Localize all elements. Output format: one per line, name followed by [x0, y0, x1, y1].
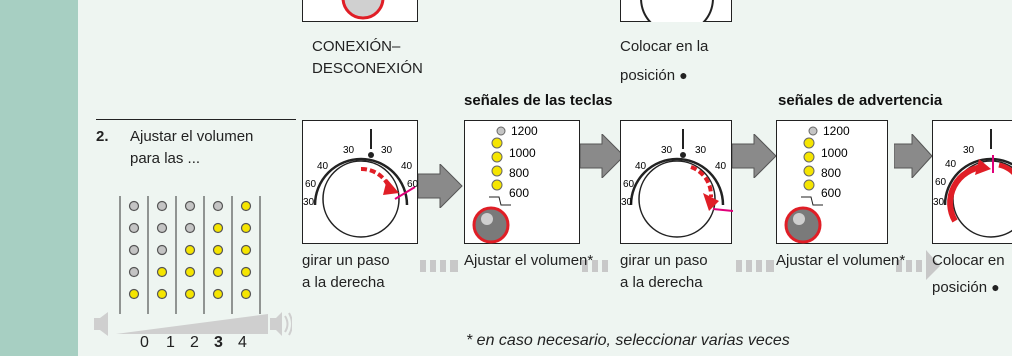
dial-box-2: 30 30 40 40 60 30 [620, 120, 734, 244]
dashed-arrow-icon [896, 250, 940, 280]
dial-label: 30 [343, 145, 355, 156]
dial-edge-icon [640, 0, 714, 22]
step-rule [96, 119, 296, 120]
volume-dial-icon: 30 30 40 40 60 30 [621, 129, 734, 238]
dot-icon: ● [679, 67, 688, 83]
volume-led-matrix [119, 196, 261, 314]
dial-box-1: 30 30 40 40 60 60 30 [302, 120, 419, 244]
volume-ramp [94, 312, 292, 336]
svg-text:1200: 1200 [823, 124, 850, 138]
caption-adjust: Ajustar el volumen* [464, 252, 594, 269]
dashed-arrow-icon [582, 260, 608, 272]
step-text-line1: Ajustar el volumen [130, 128, 254, 145]
svg-text:30: 30 [933, 197, 945, 208]
dot-icon: ● [991, 279, 1000, 295]
svg-text:60: 60 [305, 179, 317, 190]
header-warning-signals: señales de advertencia [778, 92, 943, 109]
caption-connect-line1: CONEXIÓN– [312, 38, 401, 55]
svg-text:1000: 1000 [821, 146, 848, 160]
svg-text:40: 40 [945, 159, 957, 170]
caption-turn2-line1: girar un paso [620, 252, 708, 269]
svg-text:40: 40 [401, 161, 413, 172]
arrow-right-icon [894, 134, 933, 178]
speaker-low-icon [94, 312, 108, 336]
volume-scale-0: 0 [140, 334, 149, 351]
svg-text:800: 800 [509, 166, 529, 180]
top-box-position [620, 0, 732, 22]
svg-text:1200: 1200 [511, 124, 538, 138]
svg-text:60: 60 [935, 177, 947, 188]
caption-place-line2: posición ● [932, 279, 1000, 296]
svg-text:60: 60 [407, 179, 419, 190]
sidebar-band [0, 0, 78, 356]
arrow-right-icon [580, 134, 625, 178]
svg-text:30: 30 [695, 145, 707, 156]
caption-adjust2: Ajustar el volumen* [776, 252, 906, 269]
step-text-line2: para las ... [130, 150, 201, 167]
dashed-arrow-icon [736, 260, 774, 272]
speaker-high-icon [270, 312, 292, 336]
svg-text:30: 30 [381, 145, 393, 156]
level-box-1: 1200 1000 800 600 [464, 120, 580, 244]
dashed-arrow-icon [420, 260, 458, 272]
svg-text:30: 30 [963, 145, 975, 156]
top-box-connect [302, 0, 418, 22]
svg-text:600: 600 [509, 186, 529, 200]
caption-position-line2: posición ● [620, 67, 688, 84]
svg-text:30: 30 [303, 197, 315, 208]
caption-turn-line2: a la derecha [302, 274, 385, 291]
volume-scale-3: 3 [214, 334, 223, 351]
step-number: 2. [96, 128, 109, 145]
level-indicator-icon: 1200 1000 800 600 [472, 124, 538, 244]
dial-box-3: 30 40 60 30 [932, 120, 1012, 244]
arrow-right-icon [418, 164, 463, 208]
svg-text:1000: 1000 [509, 146, 536, 160]
power-button-icon [341, 0, 385, 20]
volume-scale-4: 4 [238, 334, 247, 351]
volume-scale-1: 1 [166, 334, 175, 351]
volume-scale-2: 2 [190, 334, 199, 351]
caption-turn2-line2: a la derecha [620, 274, 703, 291]
svg-text:600: 600 [821, 186, 841, 200]
footnote: * en caso necesario, seleccionar varias … [466, 332, 790, 349]
svg-text:40: 40 [635, 161, 647, 172]
arrow-right-icon [732, 134, 777, 178]
header-key-signals: señales de las teclas [464, 92, 613, 109]
svg-text:40: 40 [715, 161, 727, 172]
volume-dial-icon: 30 40 60 30 [933, 129, 1012, 238]
level-indicator-icon: 1200 1000 800 600 [784, 124, 850, 244]
caption-place-line1: Colocar en [932, 252, 1005, 269]
svg-text:60: 60 [623, 179, 635, 190]
level-box-2: 1200 1000 800 600 [776, 120, 888, 244]
svg-text:800: 800 [821, 166, 841, 180]
volume-dial-icon: 30 30 40 40 60 60 30 [303, 129, 419, 238]
svg-text:40: 40 [317, 161, 329, 172]
svg-text:30: 30 [621, 197, 633, 208]
caption-turn-line1: girar un paso [302, 252, 390, 269]
caption-position-line1: Colocar en la [620, 38, 709, 55]
svg-text:30: 30 [661, 145, 673, 156]
caption-connect-line2: DESCONEXIÓN [312, 60, 423, 77]
